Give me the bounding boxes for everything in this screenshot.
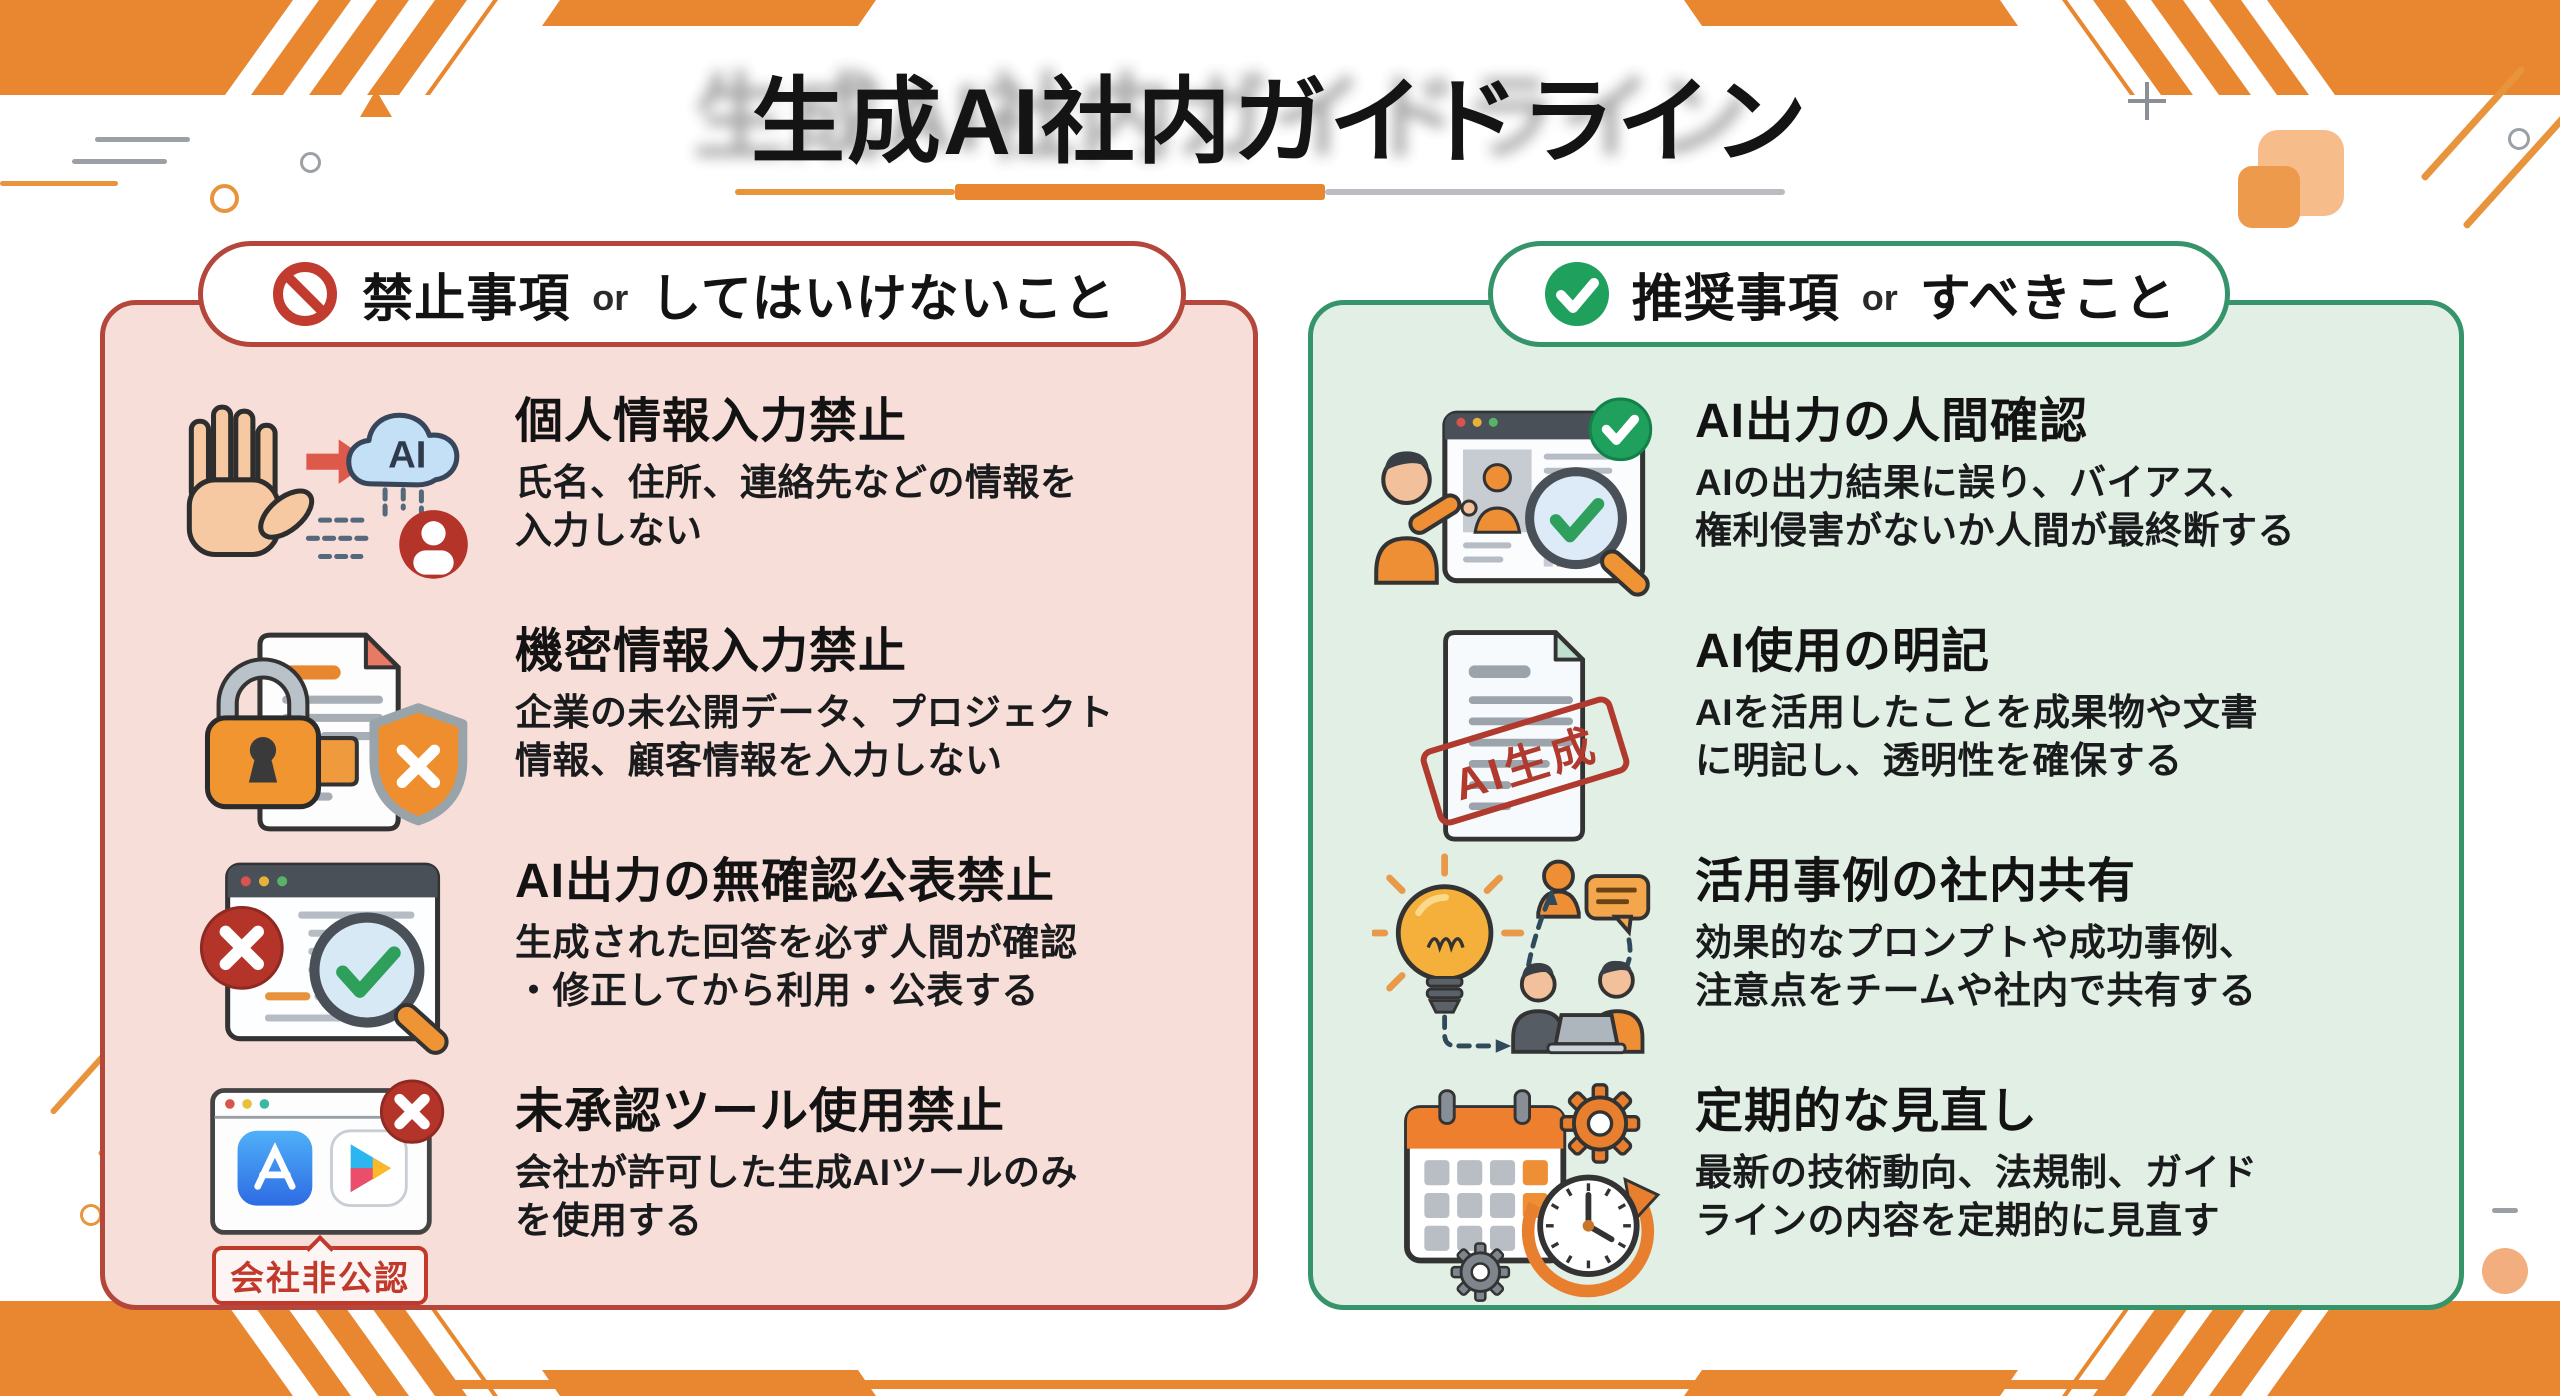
item-title: 機密情報入力禁止 <box>515 625 908 678</box>
decor-line <box>72 159 167 164</box>
item-title: 個人情報入力禁止 <box>515 395 908 448</box>
title-underline-right <box>1325 189 1785 195</box>
decor-line <box>2492 1208 2518 1213</box>
lock-document-shield-icon <box>125 619 515 845</box>
prohibited-item-3: AI出力の無確認公表禁止 生成された回答を必ず人間が確認 ・修正してから利用・公… <box>125 849 1240 1075</box>
item-body: 会社が許可した生成AIツールのみ を使用する <box>515 1151 1078 1241</box>
item-body: AIの出力結果に誤り、バイアス、 権利侵害がないか人間が最終断する <box>1695 461 2295 551</box>
page-title-text: 生成AI社内ガイドライン <box>750 69 1809 174</box>
corner-decoration-bottom-left <box>0 1301 876 1396</box>
browser-error-and-check-magnifier-icon <box>125 849 515 1075</box>
bottom-accent-strip <box>452 1380 2108 1389</box>
corner-decoration-top-right <box>1684 0 2560 95</box>
decor-triangle <box>360 90 392 117</box>
page-title: 生成AI社内ガイドライン 生成AI社内ガイドライン <box>0 46 2560 174</box>
corner-decoration-top-left <box>0 0 876 95</box>
decor-plus <box>2128 99 2166 103</box>
corner-decoration-bottom-right <box>1684 1301 2560 1396</box>
title-underline-center <box>955 184 1325 200</box>
item-title: 未承認ツール使用禁止 <box>515 1085 1006 1138</box>
idea-sharing-team-icon <box>1339 849 1695 1075</box>
recommended-header-or: or <box>1861 277 1898 318</box>
prohibition-sign-icon <box>273 262 338 326</box>
item-body: 生成された回答を必ず人間が確認 ・修正してから利用・公表する <box>515 921 1078 1011</box>
check-circle-icon <box>1544 262 1609 326</box>
unapproved-badge: 会社非公認 <box>212 1246 428 1305</box>
prohibited-item-2: 機密情報入力禁止 企業の未公開データ、プロジェクト 情報、顧客情報を入力しない <box>125 619 1240 845</box>
item-body: 効果的なプロンプトや成功事例、 注意点をチームや社内で共有する <box>1695 921 2257 1011</box>
recommended-item-3: 活用事例の社内共有 効果的なプロンプトや成功事例、 注意点をチームや社内で共有す… <box>1339 849 2444 1075</box>
item-body: AIを活用したことを成果物や文書 に明記し、透明性を確保する <box>1695 691 2258 781</box>
decor-line <box>95 137 190 142</box>
item-title: AI出力の人間確認 <box>1695 395 2089 448</box>
prohibited-item-1: AI 個人情報入力禁止 氏名、住所、連絡先などの情報を 入力しない <box>125 389 1240 615</box>
prohibited-panel: AI 個人情報入力禁止 氏名、住所、連絡先などの情報を 入力しない <box>100 300 1258 1310</box>
document-with-ai-stamp-icon: AI生成 <box>1339 619 1695 845</box>
person-reviewing-ai-output-icon <box>1339 389 1695 615</box>
recommended-item-1: AI出力の人間確認 AIの出力結果に誤り、バイアス、 権利侵害がないか人間が最終… <box>1339 389 2444 615</box>
recommended-item-4: 定期的な見直し 最新の技術動向、法規制、ガイド ラインの内容を定期的に見直す <box>1339 1079 2444 1305</box>
item-body: 最新の技術動向、法規制、ガイド ラインの内容を定期的に見直す <box>1695 1151 2258 1241</box>
unapproved-app-stores-icon: 会社非公認 <box>125 1079 515 1305</box>
prohibited-header-or: or <box>592 277 629 318</box>
prohibited-header-main: 禁止事項 <box>362 270 571 327</box>
decor-logo-shape <box>2238 166 2300 228</box>
recommended-panel: AI出力の人間確認 AIの出力結果に誤り、バイアス、 権利侵害がないか人間が最終… <box>1308 300 2464 1310</box>
decor-ring <box>2508 128 2530 150</box>
item-title: 定期的な見直し <box>1695 1085 2039 1138</box>
stop-hand-to-ai-cloud-icon: AI <box>125 389 515 615</box>
item-body: 企業の未公開データ、プロジェクト 情報、顧客情報を入力しない <box>515 691 1114 781</box>
title-underline-left <box>735 189 955 195</box>
recommended-header-rest: すべきこと <box>1919 270 2177 327</box>
prohibited-header-rest: してはいけないこと <box>650 270 1116 327</box>
decor-ring <box>210 184 239 213</box>
decor-dot <box>2482 1248 2528 1294</box>
recommended-header: 推奨事項 or すべきこと <box>1488 241 2230 347</box>
decor-ring <box>300 152 321 173</box>
item-title: AI出力の無確認公表禁止 <box>515 855 1056 908</box>
prohibited-item-4: 会社非公認 未承認ツール使用禁止 会社が許可した生成AIツールのみ を使用する <box>125 1079 1240 1305</box>
calendar-clock-gears-icon <box>1339 1079 1695 1305</box>
decor-ring <box>80 1204 102 1226</box>
ai-cloud-label: AI <box>388 434 426 477</box>
recommended-item-2: AI生成 AI使用の明記 AIを活用したことを成果物や文書 に明記し、透明性を確… <box>1339 619 2444 845</box>
item-title: 活用事例の社内共有 <box>1695 855 2137 908</box>
recommended-header-main: 推奨事項 <box>1631 270 1840 327</box>
item-title: AI使用の明記 <box>1695 625 1991 678</box>
decor-line <box>0 181 118 186</box>
page-title-ghost: 生成AI社内ガイドライン <box>692 65 1751 170</box>
prohibited-header: 禁止事項 or してはいけないこと <box>198 241 1186 347</box>
item-body: 氏名、住所、連絡先などの情報を 入力しない <box>515 461 1078 551</box>
